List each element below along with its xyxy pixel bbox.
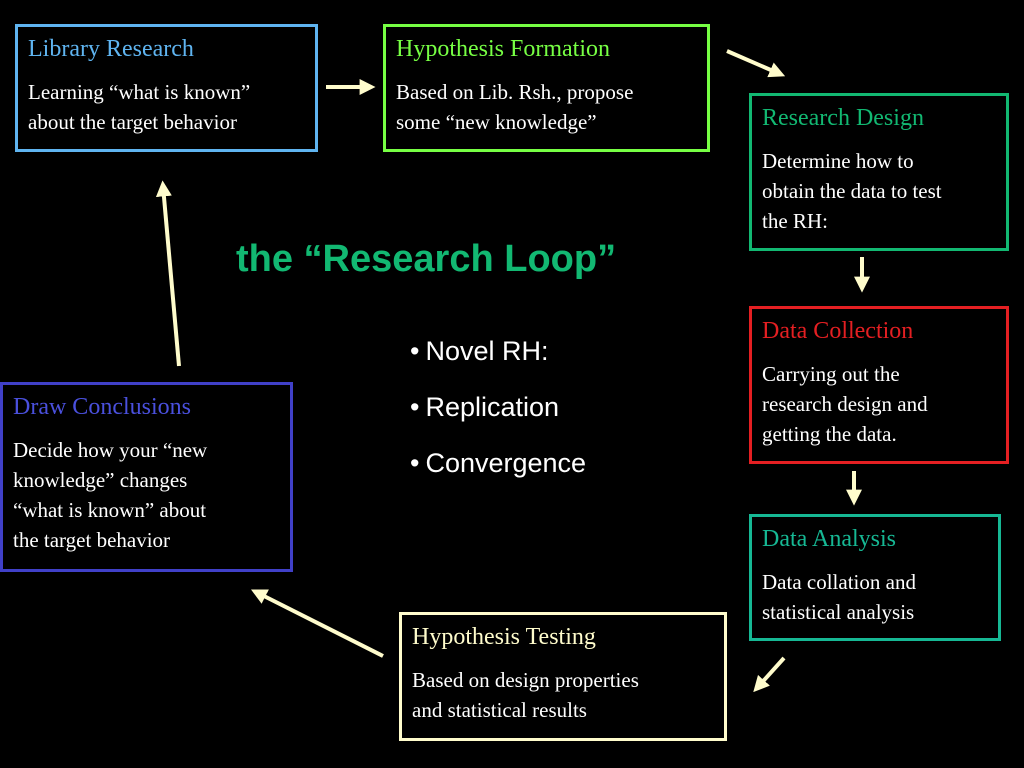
data-collection-title: Data Collection — [762, 318, 914, 344]
hypothesis-formation-body: Based on Lib. Rsh., propose some “new kn… — [396, 80, 634, 134]
hypothesis-formation-title: Hypothesis Formation — [396, 36, 610, 62]
data-analysis-box: Data Analysis Data collation and statist… — [749, 514, 1001, 641]
library-research-box: Library Research Learning “what is known… — [15, 24, 318, 152]
data-collection-box: Data Collection Carrying out the researc… — [749, 306, 1009, 464]
diagram-title: the “Research Loop” — [236, 238, 617, 280]
arrow-conclusions-to-library — [155, 180, 181, 367]
research-design-title: Research Design — [762, 105, 924, 131]
bullet-item: •Convergence — [410, 448, 587, 478]
arrow-analysis-to-testing — [753, 656, 786, 693]
hypothesis-testing-box: Hypothesis Testing Based on design prope… — [399, 612, 727, 741]
library-research-title: Library Research — [28, 36, 194, 62]
data-collection-body: Carrying out the research design and get… — [762, 362, 928, 446]
research-design-box: Research Design Determine how to obtain … — [749, 93, 1009, 251]
research-design-body: Determine how to obtain the data to test… — [762, 149, 942, 233]
data-analysis-title: Data Analysis — [762, 526, 896, 552]
draw-conclusions-body: Decide how your “new knowledge” changes … — [13, 438, 208, 552]
draw-conclusions-title: Draw Conclusions — [13, 394, 191, 420]
arrow-hypothesis-to-design — [726, 49, 786, 78]
arrow-testing-to-conclusions — [250, 589, 384, 658]
hypothesis-testing-body: Based on design properties and statistic… — [412, 668, 639, 722]
bullet-item: •Novel RH: — [410, 336, 549, 366]
data-analysis-body: Data collation and statistical analysis — [762, 570, 916, 624]
bullet-list: •Novel RH: •Replication •Convergence — [410, 330, 586, 498]
hypothesis-formation-box: Hypothesis Formation Based on Lib. Rsh.,… — [383, 24, 710, 152]
draw-conclusions-box: Draw Conclusions Decide how your “new kn… — [0, 382, 293, 572]
hypothesis-testing-title: Hypothesis Testing — [412, 624, 596, 650]
library-research-body: Learning “what is known” about the targe… — [28, 80, 251, 134]
bullet-item: •Replication — [410, 392, 560, 422]
